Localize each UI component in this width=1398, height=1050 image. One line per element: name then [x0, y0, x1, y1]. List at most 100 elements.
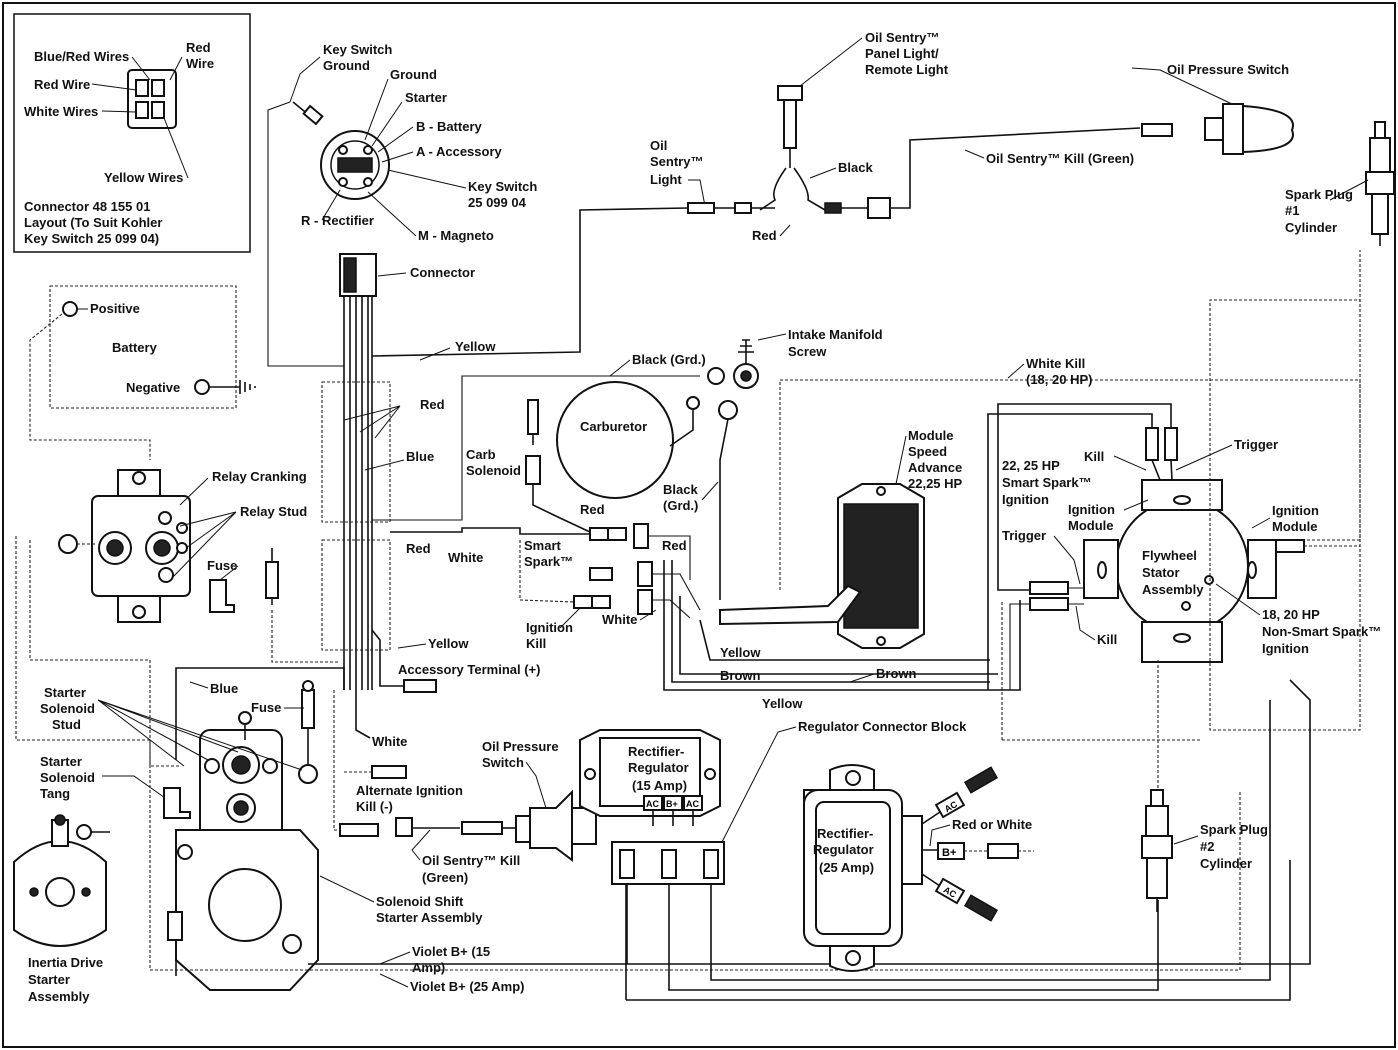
- starter-oskill-l1: Oil Sentry™ Kill: [422, 853, 520, 868]
- starter-ops-l1: Oil Pressure: [482, 739, 559, 754]
- os-kill-green: Oil Sentry™ Kill (Green): [986, 151, 1134, 166]
- violet15-l2: Amp): [412, 960, 445, 975]
- st-ns-l1: 18, 20 HP: [1262, 607, 1320, 622]
- st-kill-top: Kill: [1084, 449, 1104, 464]
- inset-yellow-wires: Yellow Wires: [104, 170, 183, 185]
- ss-red2: Red: [662, 538, 687, 553]
- st-hp-l3: Ignition: [1002, 492, 1049, 507]
- ss-ign-l1: Ignition: [526, 620, 573, 635]
- st-ign-mod-r2: Module: [1272, 519, 1318, 534]
- inset-red-wire: Red Wire: [34, 77, 90, 92]
- ss-white2: White: [602, 612, 637, 627]
- connector-inset: Blue/Red Wires Red Wire Red Wire White W…: [13, 13, 251, 253]
- starter-stud-l1: Starter: [44, 685, 86, 700]
- ss-red: Red: [406, 541, 431, 556]
- violet15-l1: Violet B+ (15: [412, 944, 490, 959]
- r15-l1: Rectifier-: [628, 744, 684, 759]
- starter-stud-l3: Stud: [52, 717, 81, 732]
- st-trigger-top: Trigger: [1234, 437, 1278, 452]
- r15-l3: (15 Amp): [632, 778, 687, 793]
- lh-yellow1: Yellow: [428, 636, 469, 651]
- inertia-l2: Starter: [28, 972, 70, 987]
- st-hp-l1: 22, 25 HP: [1002, 458, 1060, 473]
- st-ign-mod-l1: Ignition: [1068, 502, 1115, 517]
- module-l1: Module: [908, 428, 954, 443]
- relay-fuse: Fuse: [207, 558, 237, 573]
- harness-blue: Blue: [406, 449, 434, 464]
- battery-positive: Positive: [90, 301, 140, 316]
- ks-b-battery: B - Battery: [416, 119, 483, 134]
- white-kill-l2: (18, 20 HP): [1026, 372, 1092, 387]
- inset-blue-red-wires: Blue/Red Wires: [34, 49, 129, 64]
- inset-connector-l3: Key Switch 25 099 04): [24, 231, 159, 246]
- inertia-l3: Assembly: [28, 989, 90, 1004]
- inset-wire-label: Wire: [186, 56, 214, 71]
- fly-l3: Assembly: [1142, 582, 1204, 597]
- ks-ground-l2: Ground: [323, 58, 370, 73]
- inertia-l1: Inertia Drive: [28, 955, 103, 970]
- module-l2: Speed: [908, 444, 947, 459]
- sp2-l1: Spark Plug: [1200, 822, 1268, 837]
- r15-bplus: B+: [666, 799, 678, 809]
- ks-ground: Ground: [390, 67, 437, 82]
- starter-ops-l2: Switch: [482, 755, 524, 770]
- harness-black-grd: Black (Grd.): [632, 352, 706, 367]
- intake-l1: Intake Manifold: [788, 327, 883, 342]
- sp2-l2: #2: [1200, 839, 1214, 854]
- main-harness: Connector Yellow Red Blue Black (Grd.) I…: [267, 101, 1361, 690]
- lh-yellow: Yellow: [720, 645, 761, 660]
- violet25: Violet B+ (25 Amp): [410, 979, 525, 994]
- carb-label: Carburetor: [580, 419, 647, 434]
- rectifier-25amp: Rectifier- Regulator (25 Amp) AC B+ AC R…: [803, 764, 1034, 972]
- starter-tang-l3: Tang: [40, 786, 70, 801]
- r25-bplus: B+: [942, 847, 956, 859]
- os-black: Black: [838, 160, 873, 175]
- carb-red: Red: [580, 502, 605, 517]
- r25-l1: Rectifier-: [817, 826, 873, 841]
- starter-fuse: Fuse: [251, 700, 281, 715]
- relay-stud: Relay Stud: [240, 504, 307, 519]
- battery-label: Battery: [112, 340, 158, 355]
- rectifier-15amp: Rectifier- Regulator (15 Amp) AC B+ AC: [579, 700, 1271, 991]
- starter-tang-l1: Starter: [40, 754, 82, 769]
- spark-plug-2: Spark Plug #2 Cylinder: [1141, 789, 1268, 912]
- inset-white-wires: White Wires: [24, 104, 98, 119]
- carb-black-l1: Black: [663, 482, 698, 497]
- lower-harness: Yellow Brown Brown Yellow Yellow Accesso…: [15, 536, 1021, 847]
- lh-regulator-block: Regulator Connector Block: [798, 719, 967, 734]
- starter-shift-l1: Solenoid Shift: [376, 894, 464, 909]
- r25-l2: Regulator: [813, 842, 874, 857]
- carb-black-l2: (Grd.): [663, 498, 698, 513]
- r15-ac1: AC: [646, 799, 659, 809]
- os-pressure-switch: Oil Pressure Switch: [1167, 62, 1289, 77]
- ks-ground-l1: Key Switch: [323, 42, 392, 57]
- ks-a-accessory: A - Accessory: [416, 144, 503, 159]
- intake-l2: Screw: [788, 344, 827, 359]
- carb-sol-l1: Carb: [466, 447, 496, 462]
- fly-l1: Flywheel: [1142, 548, 1197, 563]
- ks-label-l2: 25 099 04: [468, 195, 527, 210]
- ks-m-magneto: M - Magneto: [418, 228, 494, 243]
- ss-white: White: [448, 550, 483, 565]
- inset-connector-l2: Layout (To Suit Kohler: [24, 215, 162, 230]
- st-ign-mod-l2: Module: [1068, 518, 1114, 533]
- harness-yellow: Yellow: [455, 339, 496, 354]
- fly-l2: Stator: [1142, 565, 1180, 580]
- starter-assembly: Fuse Starter Solenoid Stud Starter Solen…: [13, 679, 1311, 1004]
- flywheel-stator: Flywheel Stator Assembly 22, 25 HP Smart…: [987, 250, 1381, 790]
- starter-alt-l1: Alternate Ignition: [356, 783, 463, 798]
- carburetor: Carburetor Carb Solenoid Black (Grd.) Re…: [466, 381, 738, 600]
- sp1-l1: Spark Plug: [1285, 187, 1353, 202]
- st-ns-l2: Non-Smart Spark™: [1262, 624, 1381, 639]
- inset-red-label: Red: [186, 40, 211, 55]
- os-panel-l2: Panel Light/: [865, 46, 939, 61]
- white-kill-l1: White Kill: [1026, 356, 1085, 371]
- os-red: Red: [752, 228, 777, 243]
- st-trigger: Trigger: [1002, 528, 1046, 543]
- battery-negative: Negative: [126, 380, 180, 395]
- ss-ign-l2: Kill: [526, 636, 546, 651]
- starter-oskill-l2: (Green): [422, 870, 468, 885]
- st-ign-mod-r1: Ignition: [1272, 503, 1319, 518]
